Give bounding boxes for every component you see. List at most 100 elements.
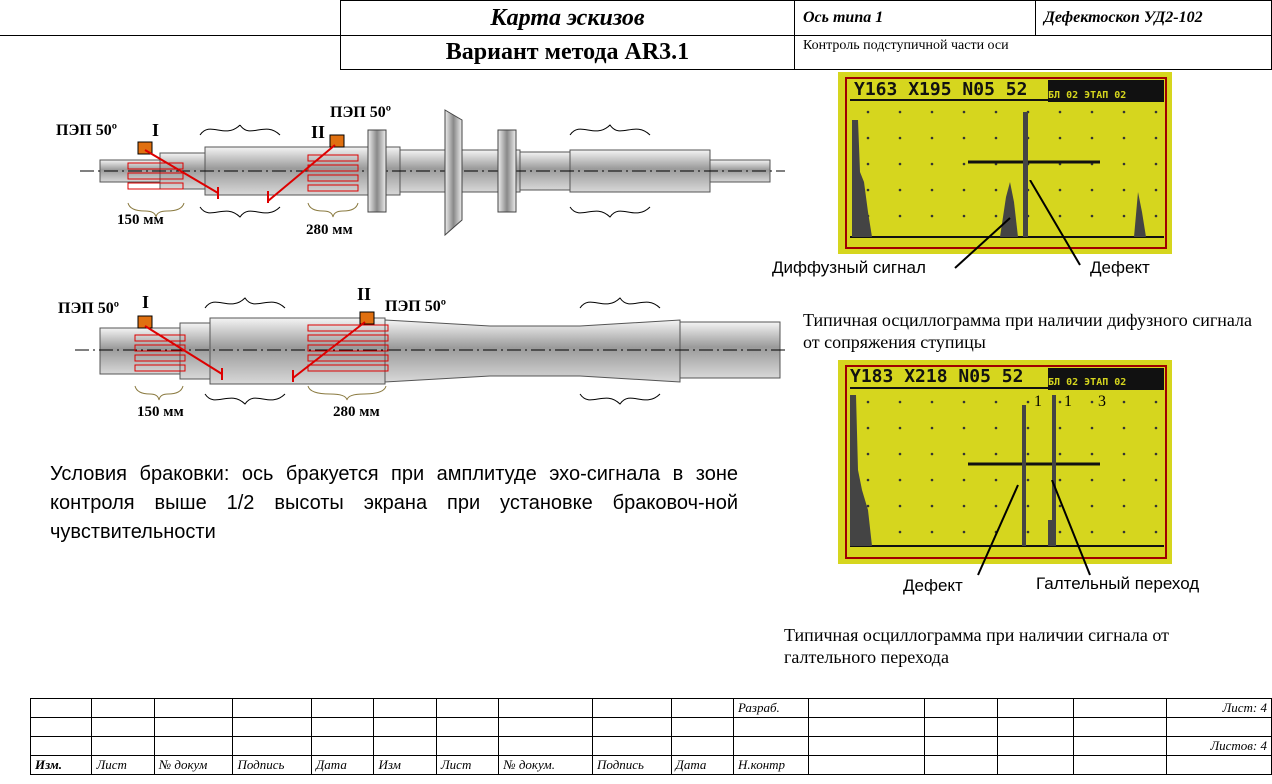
- grid-dot: [1154, 136, 1158, 140]
- grid-dot: [994, 478, 998, 482]
- grid-dot: [1090, 478, 1094, 482]
- grid-dot: [962, 214, 966, 218]
- hub-outline-left-top: [199, 124, 281, 136]
- grid-dot: [1026, 452, 1030, 456]
- stamp-col-data-2: Дата: [670, 755, 734, 775]
- grid-dot: [930, 426, 934, 430]
- grid-dot: [866, 400, 870, 404]
- osc2-block-stage: БЛ 02 ЭТАП 02: [1048, 377, 1127, 388]
- grid-dot: [1026, 530, 1030, 534]
- grid-dot: [930, 400, 934, 404]
- beam-left: [144, 325, 223, 375]
- grid-dot: [1154, 214, 1158, 218]
- osc1-initial-pulse: [852, 120, 872, 237]
- stamp-col-izm: Изм.: [29, 755, 93, 775]
- stamp-col-podpis: Подпись: [232, 755, 312, 775]
- stamp-row-4: Изм. Лист № докум Подпись Дата Изм Лист …: [29, 755, 1272, 775]
- grid-dot: [1122, 162, 1126, 166]
- oscillogram-2: [838, 360, 1172, 564]
- header-left-line: [0, 35, 340, 36]
- page-title: Карта эскизов: [340, 0, 795, 36]
- osc1-label-defect: Дефект: [1090, 258, 1150, 277]
- grid-dot: [930, 188, 934, 192]
- grid-dot: [1122, 530, 1126, 534]
- osc1-pointers: [954, 180, 1081, 269]
- scan-zone-left: [127, 162, 184, 190]
- grid-dot: [1122, 478, 1126, 482]
- grid-dot: [962, 188, 966, 192]
- osc2-fillet-signal: [1052, 395, 1056, 546]
- grid-dot: [898, 426, 902, 430]
- grid-dot: [1058, 452, 1062, 456]
- dim-brace-left: [134, 385, 184, 401]
- grid-dot: [962, 478, 966, 482]
- beam-right: [292, 321, 366, 379]
- osc2-mark-1: 1: [1034, 393, 1042, 410]
- grid-dot: [962, 504, 966, 508]
- grid-dot: [898, 188, 902, 192]
- hub-outline-right-bottom: [579, 393, 661, 405]
- header: Карта эскизов Вариант метода AR3.1 Ось т…: [0, 0, 1272, 70]
- axle-type: Ось типа 1: [794, 0, 1036, 36]
- grid-dot: [1154, 188, 1158, 192]
- grid-dot: [1154, 478, 1158, 482]
- grid-dot: [866, 504, 870, 508]
- gear-bearing-right: [497, 129, 517, 213]
- grid-dot: [1122, 504, 1126, 508]
- grid-dot: [1122, 110, 1126, 114]
- grid-dot: [1090, 426, 1094, 430]
- dim-left-label: 150 мм: [117, 212, 164, 228]
- grid-dot: [962, 530, 966, 534]
- probe-left: [137, 315, 153, 329]
- osc1-readout: Y163 X195 N05 52: [854, 79, 1028, 100]
- grid-dot: [962, 110, 966, 114]
- stamp-col-list: Лист: [91, 755, 155, 775]
- stamp-row-2: [29, 717, 1272, 737]
- grid-dot: [930, 162, 934, 166]
- probe-right-roman: II: [311, 122, 326, 142]
- beam-left: [144, 149, 219, 194]
- stamp-col-izm-2: Изм: [373, 755, 437, 775]
- osc2-small-signal: [1048, 520, 1052, 546]
- grid-dot: [962, 400, 966, 404]
- probe-right: [329, 134, 345, 148]
- stamp-listov: Листов: 4: [1166, 736, 1272, 756]
- probe-right-label-bottom: ПЭП 50º: [385, 298, 447, 315]
- title-block: Разраб. Лист: 4 Листов: 4 Изм. Лист № до…: [29, 698, 1272, 775]
- probe-right-label: ПЭП 50º: [330, 104, 392, 121]
- grid-dot: [1090, 136, 1094, 140]
- stamp-row-1: Разраб. Лист: 4: [29, 698, 1272, 718]
- stamp-col-list-2: Лист: [435, 755, 500, 775]
- dim-right-label-bottom: 280 мм: [333, 404, 380, 420]
- grid-dot: [1026, 426, 1030, 430]
- dim-brace-right: [307, 202, 359, 218]
- grid-dot: [1090, 452, 1094, 456]
- rejection-conditions: Условия браковки: ось бракуется при ампл…: [50, 463, 738, 543]
- grid-dot: [898, 452, 902, 456]
- stamp-list: Лист: 4: [1166, 698, 1272, 718]
- grid-dot: [898, 478, 902, 482]
- grid-dot: [1154, 530, 1158, 534]
- grid-dot: [1122, 426, 1126, 430]
- probe-left-label: ПЭП 50º: [56, 122, 118, 139]
- grid-dot: [898, 530, 902, 534]
- hub-outline-left-bottom: [199, 206, 281, 218]
- probe-right: [359, 311, 375, 325]
- probe-left-roman: I: [152, 120, 160, 140]
- grid-dot: [1154, 426, 1158, 430]
- grid-dot: [1058, 110, 1062, 114]
- grid-dot: [866, 452, 870, 456]
- device-name: Дефектоскоп УД2-102: [1035, 0, 1272, 36]
- osc2-frame: [845, 365, 1167, 559]
- osc2-defect-signal: [1022, 405, 1026, 546]
- grid-dot: [962, 162, 966, 166]
- osc2-screen: [838, 360, 1172, 564]
- axle-sketch-bottom: [75, 297, 785, 405]
- osc2-readout: Y183 X218 N05 52: [850, 366, 1024, 387]
- grid-dot: [1154, 504, 1158, 508]
- shaft-middle: [384, 319, 681, 383]
- grid-dot: [866, 136, 870, 140]
- grid-dot: [930, 504, 934, 508]
- grid-dot: [994, 136, 998, 140]
- grid-dot: [1058, 426, 1062, 430]
